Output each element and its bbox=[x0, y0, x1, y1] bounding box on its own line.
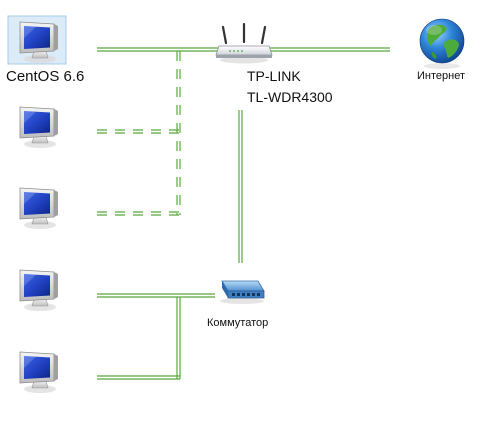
desktop-computer-icon bbox=[19, 187, 59, 230]
node-pc-2[interactable] bbox=[19, 106, 59, 149]
link-router-internet bbox=[268, 47, 390, 52]
link-pc2-router-dashed bbox=[97, 129, 180, 134]
desktop-computer-icon bbox=[19, 269, 59, 312]
router-label-line2: TL-WDR4300 bbox=[247, 89, 333, 105]
switch-label: Коммутатор bbox=[207, 317, 269, 329]
network-switch-icon bbox=[220, 280, 265, 304]
link-router-switch bbox=[238, 110, 243, 263]
node-internet[interactable] bbox=[419, 18, 465, 69]
node-pc-3[interactable] bbox=[19, 187, 59, 230]
links bbox=[97, 47, 390, 380]
link-pc4-switch bbox=[97, 293, 215, 298]
router-label-line1: TP-LINK bbox=[247, 68, 301, 84]
desktop-computer-icon bbox=[19, 351, 59, 394]
pc-centos-label: CentOS 6.6 bbox=[6, 68, 85, 85]
link-pc5-switch bbox=[97, 297, 181, 380]
node-pc-centos[interactable] bbox=[7, 15, 67, 65]
desktop-computer-icon bbox=[19, 106, 59, 149]
link-pc3-router-dashed bbox=[97, 211, 180, 216]
internet-label: Интернет bbox=[417, 70, 465, 82]
node-pc-4[interactable] bbox=[19, 269, 59, 312]
wifi-router-icon bbox=[215, 22, 273, 64]
link-wired-bus-dashed bbox=[176, 51, 181, 215]
globe-icon bbox=[419, 18, 465, 69]
node-switch[interactable] bbox=[220, 280, 265, 304]
node-router[interactable] bbox=[215, 22, 273, 64]
router-label: TP-LINK TL-WDR4300 bbox=[247, 66, 333, 108]
node-pc-5[interactable] bbox=[19, 351, 59, 394]
link-centos-router bbox=[97, 47, 222, 52]
